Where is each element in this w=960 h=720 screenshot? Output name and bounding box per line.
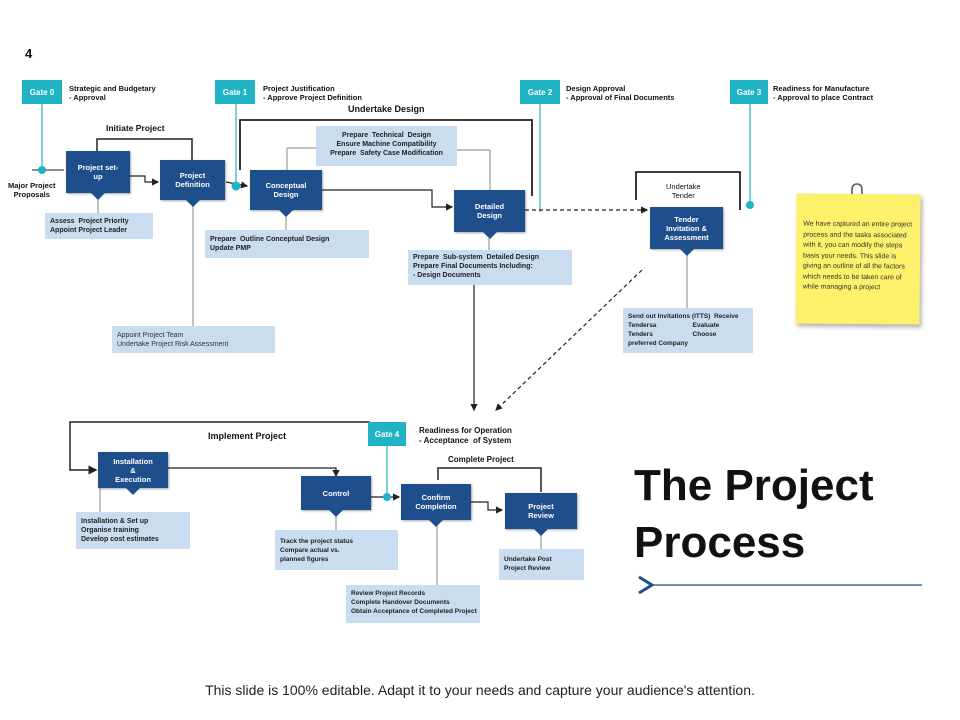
gate-1-text: Project Justification - Approve Project … — [263, 84, 362, 102]
note-technical-design: Prepare Technical Design Ensure Machine … — [316, 126, 457, 166]
phase-design-label: Undertake Design — [348, 104, 425, 114]
node-project-review: Project Review — [505, 493, 577, 536]
node-tender-invitation: Tender Invitation & Assessment — [650, 207, 723, 256]
node-confirm-completion: Confirm Completion — [401, 484, 471, 527]
node-project-definition: Project Definition — [160, 160, 225, 207]
gate-4-text: Readiness for Operation - Acceptance of … — [419, 426, 512, 445]
note-confirm-completion: Review Project Records Complete Handover… — [346, 585, 480, 623]
gate-1-badge: Gate 1 — [215, 80, 255, 104]
footer-caption: This slide is 100% editable. Adapt it to… — [205, 682, 755, 698]
slide-title-line1: The Project — [634, 461, 874, 510]
node-installation-execution: Installation & Execution — [98, 452, 168, 495]
phase-tender-label: Undertake Tender — [666, 182, 701, 200]
note-project-review: Undertake Post Project Review — [499, 549, 584, 580]
note-project-setup: Assess Project Priority Appoint Project … — [45, 213, 153, 239]
note-control: Track the project status Compare actual … — [275, 530, 398, 570]
node-detailed-design: Detailed Design — [454, 190, 525, 239]
note-tender: Send out Invitations (ITTS) Receive Tend… — [623, 308, 753, 353]
phase-implement-label: Implement Project — [208, 431, 287, 441]
gate-4-badge: Gate 4 — [368, 422, 406, 446]
node-project-setup: Project set- up — [66, 151, 130, 200]
sticky-note: We have captured an entire project proce… — [795, 193, 921, 325]
gate-0-text: Strategic and Budgetary - Approval — [69, 84, 156, 102]
note-installation: Installation & Set up Organise training … — [76, 512, 190, 549]
node-conceptual-design: Conceptual Design — [250, 170, 322, 217]
note-detailed-design: Prepare Sub-system Detailed Design Prepa… — [408, 250, 572, 285]
phase-complete-label: Complete Project — [448, 455, 514, 464]
slide-title-line2: Process — [634, 518, 806, 567]
gate-2-badge: Gate 2 — [520, 80, 560, 104]
sticky-note-text: We have captured an entire project proce… — [802, 220, 913, 292]
note-project-definition: Appoint Project Team Undertake Project R… — [112, 326, 275, 353]
gate-3-text: Readiness for Manufacture - Approval to … — [773, 84, 874, 102]
node-control: Control — [301, 476, 371, 517]
major-project-proposals-label: Major Project Proposals — [8, 181, 56, 199]
note-conceptual-design: Prepare Outline Conceptual Design Update… — [205, 230, 369, 258]
slide-number: 4 — [25, 46, 33, 61]
gate-3-badge: Gate 3 — [730, 80, 768, 104]
gate-2-text: Design Approval - Approval of Final Docu… — [566, 84, 675, 102]
phase-initiate-label: Initiate Project — [106, 123, 165, 133]
gate-0-badge: Gate 0 — [22, 80, 62, 104]
